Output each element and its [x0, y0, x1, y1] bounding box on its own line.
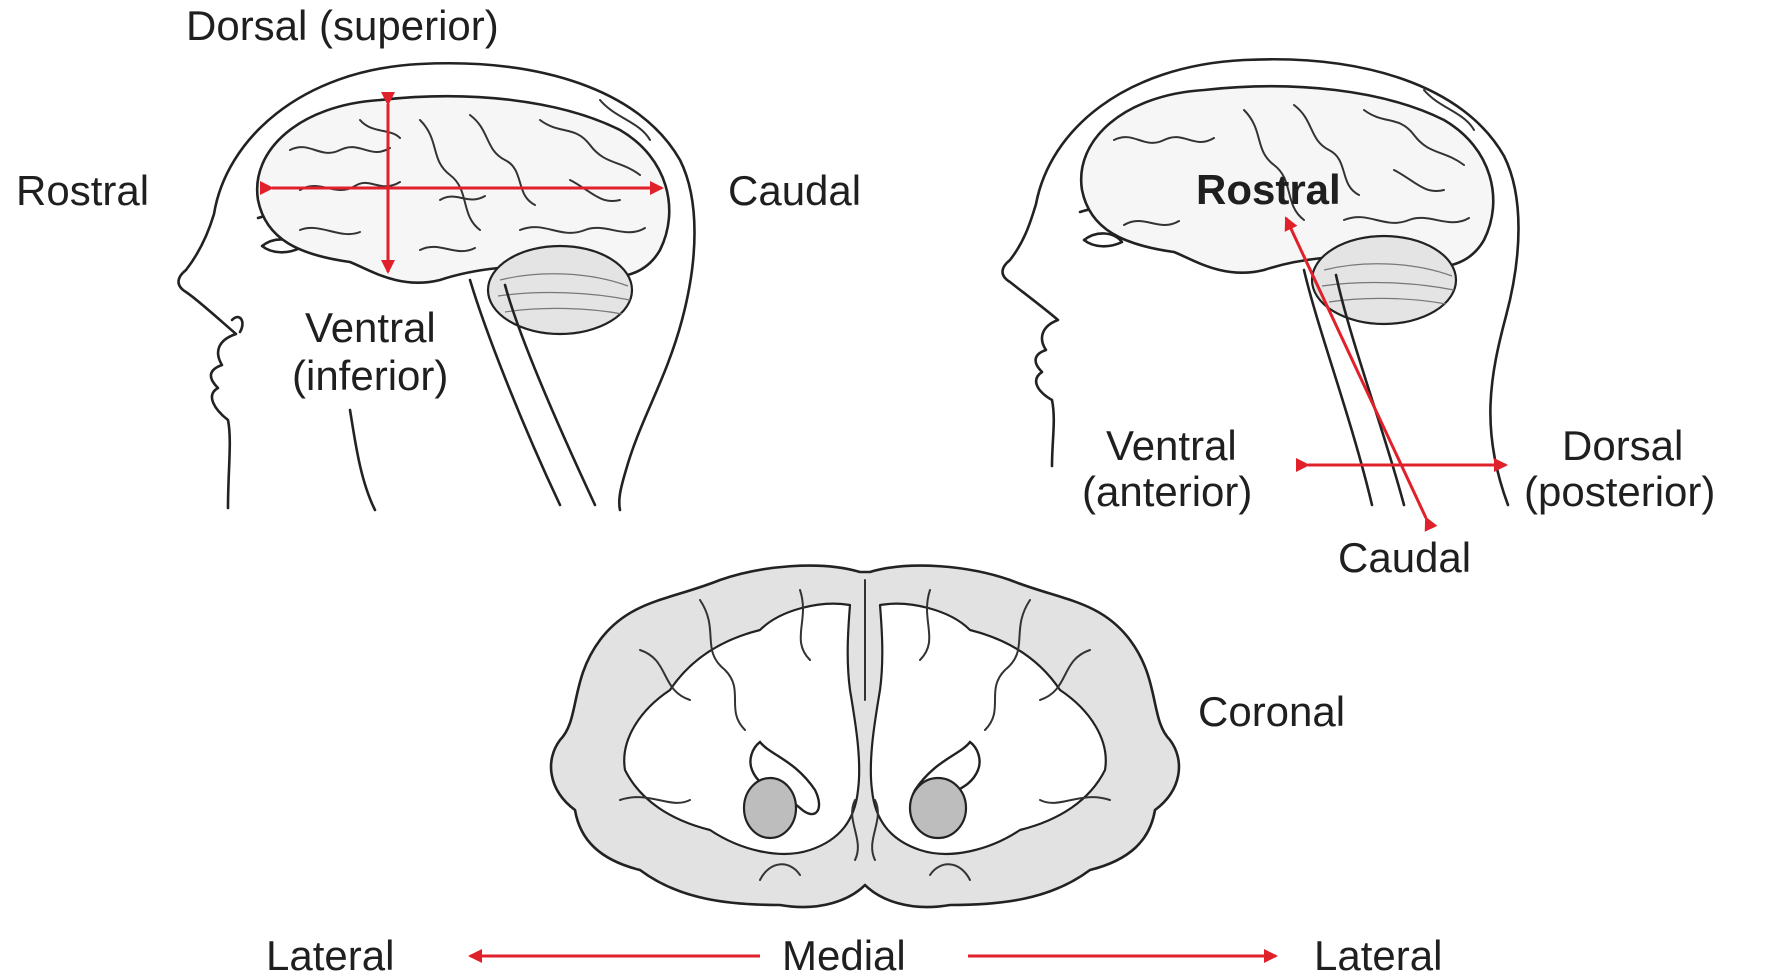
- left-caudate-nucleus: [744, 778, 796, 838]
- coronal-section-figure: Coronal Lateral Medial Lateral: [266, 566, 1442, 976]
- inferior-label: (inferior): [292, 352, 448, 399]
- caudal-label: Caudal: [728, 167, 861, 214]
- rostral-label: Rostral: [16, 167, 149, 214]
- rostral-label-2: Rostral: [1196, 166, 1341, 213]
- spinal-head-figure: Rostral Ventral (anterior) Dorsal (poste…: [1003, 59, 1716, 581]
- lateral-left-label: Lateral: [266, 932, 394, 976]
- nostril: [232, 317, 242, 332]
- dorsal-label-2: Dorsal: [1562, 422, 1683, 469]
- ventral-label-2: Ventral: [1106, 422, 1237, 469]
- anterior-label: (anterior): [1082, 468, 1252, 515]
- right-caudate-nucleus: [910, 778, 966, 838]
- cerebellum: [488, 246, 632, 334]
- lateral-right-label: Lateral: [1314, 932, 1442, 976]
- posterior-label: (posterior): [1524, 468, 1715, 515]
- ventral-label: Ventral: [305, 304, 436, 351]
- cerebellum-2: [1312, 236, 1456, 324]
- coronal-label: Coronal: [1198, 688, 1345, 735]
- sagittal-head-figure: Dorsal (superior) Rostral Caudal Ventral…: [16, 2, 861, 510]
- medial-label: Medial: [782, 932, 906, 976]
- dorsal-superior-label: Dorsal (superior): [186, 2, 499, 49]
- caudal-label-2: Caudal: [1338, 534, 1471, 581]
